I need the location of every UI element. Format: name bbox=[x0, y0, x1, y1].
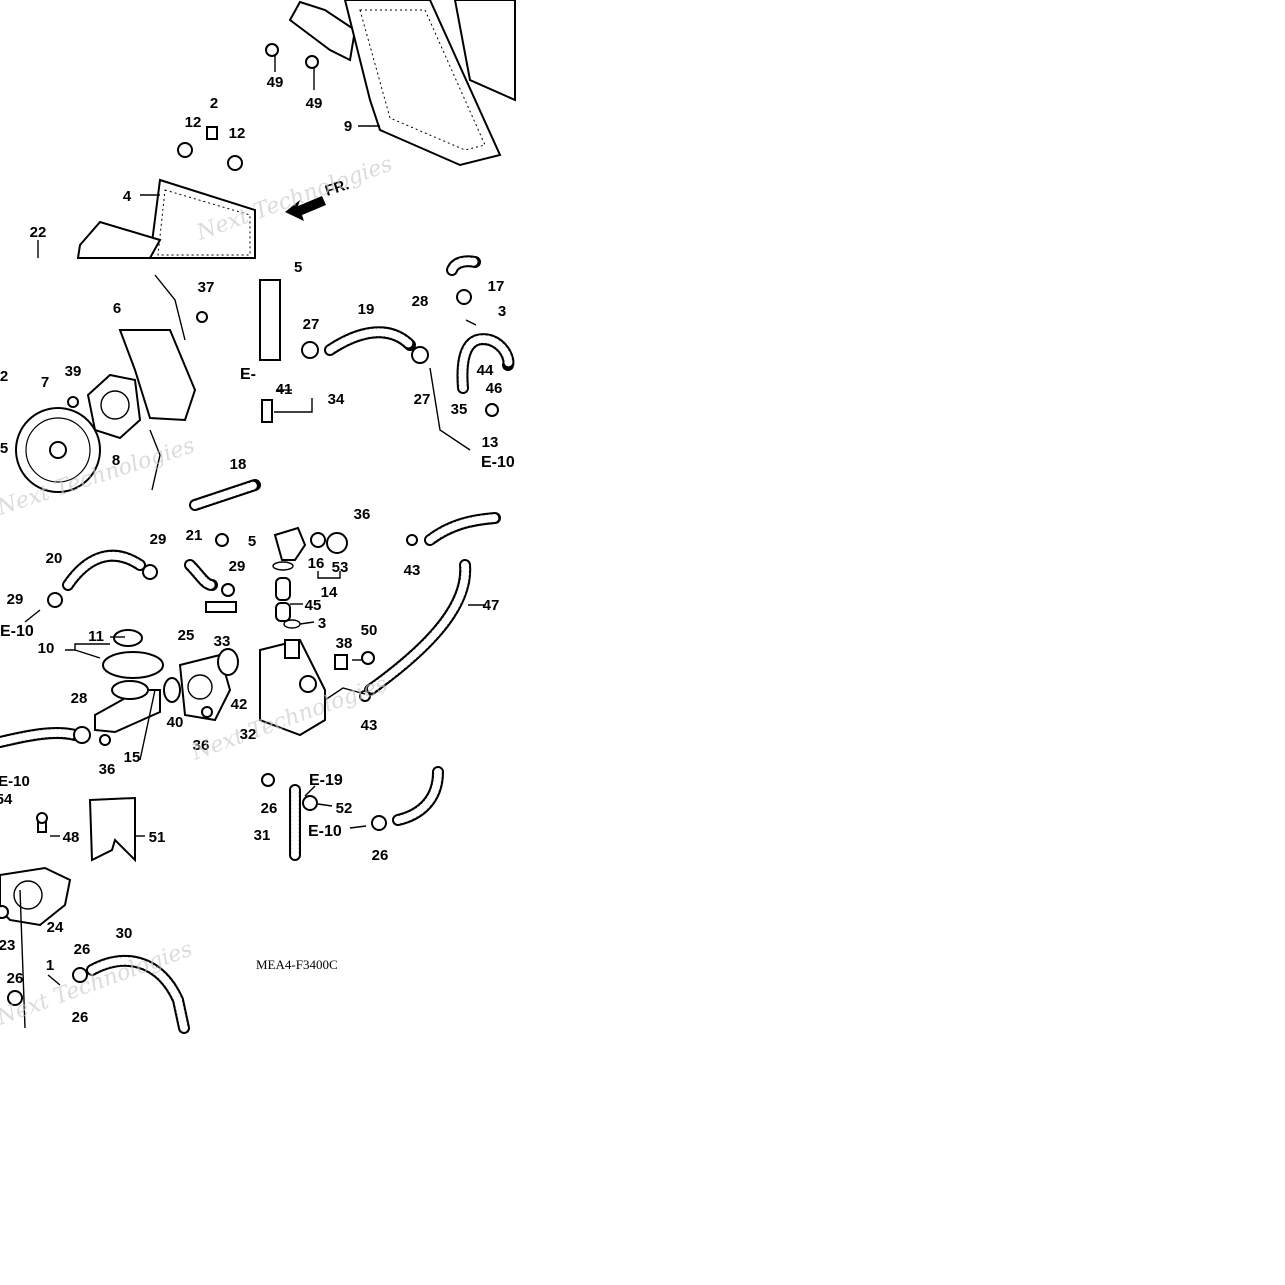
water-pump-assembly bbox=[0, 796, 190, 1034]
callout-41: 41 bbox=[276, 381, 293, 398]
callout-42: 42 bbox=[231, 696, 248, 713]
callout-10: 10 bbox=[38, 640, 55, 657]
callout-11: 11 bbox=[88, 628, 104, 645]
callout-22: 22 bbox=[30, 224, 47, 241]
callout-29: 29 bbox=[7, 591, 24, 608]
upper-hoses bbox=[259, 255, 515, 451]
callout-26: 26 bbox=[261, 800, 278, 817]
callout-26: 26 bbox=[7, 970, 24, 987]
callout-31: 31 bbox=[254, 827, 271, 844]
ref-e10: E-10 bbox=[0, 623, 34, 640]
callout-23: 23 bbox=[0, 937, 15, 954]
callout-27: 27 bbox=[303, 316, 320, 333]
callout-9: 9 bbox=[344, 118, 352, 135]
callout-7: 7 bbox=[41, 374, 49, 391]
reserve-tank-assembly bbox=[259, 512, 501, 737]
callout-2: 2 bbox=[210, 95, 218, 112]
thermostat-housing bbox=[0, 533, 239, 761]
callout-33: 33 bbox=[214, 633, 231, 650]
callout-25: 25 bbox=[178, 627, 195, 644]
callout-3: 3 bbox=[318, 615, 326, 632]
callout-48: 48 bbox=[63, 829, 80, 846]
callout-54: 54 bbox=[0, 791, 13, 808]
callout-8: 8 bbox=[112, 452, 120, 469]
callout-5-partial: 5 bbox=[0, 440, 8, 457]
drawing-code: MEA4-F3400C bbox=[256, 957, 338, 972]
callout-12: 12 bbox=[229, 125, 246, 142]
front-direction-label: FR. bbox=[323, 176, 351, 200]
callout-29: 29 bbox=[150, 531, 167, 548]
callout-50: 50 bbox=[361, 622, 378, 639]
callout-16: 16 bbox=[308, 555, 325, 572]
callout-26: 26 bbox=[72, 1009, 89, 1026]
callout-46: 46 bbox=[486, 380, 503, 397]
watermark: Next Technologies bbox=[193, 152, 396, 246]
callout-27: 27 bbox=[414, 391, 431, 408]
callout-5: 5 bbox=[294, 259, 302, 276]
callout-28: 28 bbox=[71, 690, 88, 707]
callout-6: 6 bbox=[113, 300, 121, 317]
callout-47: 47 bbox=[483, 597, 500, 614]
callout-53: 53 bbox=[332, 559, 349, 576]
ref-e10: E-10 bbox=[481, 454, 515, 471]
callout-29: 29 bbox=[229, 558, 246, 575]
callout-45: 45 bbox=[305, 597, 322, 614]
callout-35: 35 bbox=[451, 401, 468, 418]
callout-24: 24 bbox=[47, 919, 64, 936]
callout-4: 4 bbox=[123, 188, 132, 205]
callout-15: 15 bbox=[124, 749, 141, 766]
lower-hoses bbox=[261, 766, 444, 861]
callout-17: 17 bbox=[488, 278, 505, 295]
callout-36: 36 bbox=[193, 737, 210, 754]
callout-38: 38 bbox=[336, 635, 353, 652]
callout-5: 5 bbox=[248, 533, 256, 550]
ref-e19: E-19 bbox=[309, 772, 343, 789]
callout-44: 44 bbox=[477, 362, 494, 379]
callout-26: 26 bbox=[372, 847, 389, 864]
callout-28: 28 bbox=[412, 293, 429, 310]
ref-e10: E-10 bbox=[308, 823, 342, 840]
cooling-fan-assembly bbox=[15, 274, 208, 493]
callout-20: 20 bbox=[46, 550, 63, 567]
callout-14: 14 bbox=[321, 584, 338, 601]
ref-e10-partial: E-10 bbox=[0, 773, 30, 790]
callout-49: 49 bbox=[306, 95, 323, 112]
callout-39: 39 bbox=[65, 363, 82, 380]
callout-49: 49 bbox=[267, 74, 284, 91]
callout-13: 13 bbox=[482, 434, 499, 451]
callout-43: 43 bbox=[361, 717, 378, 734]
radiator-assembly bbox=[37, 126, 256, 259]
callout-40: 40 bbox=[167, 714, 184, 731]
callout-32: 32 bbox=[240, 726, 257, 743]
callout-37: 37 bbox=[198, 279, 215, 296]
callout-3: 3 bbox=[498, 303, 506, 320]
callout-36-partial: 36 bbox=[354, 506, 371, 523]
callout-12: 12 bbox=[185, 114, 202, 131]
callout-51: 51 bbox=[149, 829, 166, 846]
callout-43: 43 bbox=[404, 562, 421, 579]
callout-52: 52 bbox=[336, 800, 353, 817]
callout-30: 30 bbox=[116, 925, 133, 942]
front-direction-arrow bbox=[285, 196, 326, 221]
callout-34: 34 bbox=[328, 391, 345, 408]
callout-19: 19 bbox=[358, 301, 375, 318]
radiator-shroud bbox=[265, 0, 516, 167]
callout-21: 21 bbox=[186, 527, 203, 544]
callout-26: 26 bbox=[74, 941, 91, 958]
callout-1: 1 bbox=[46, 957, 54, 974]
ref-e-partial: E- bbox=[240, 366, 256, 383]
callout-2-partial: 2 bbox=[0, 368, 8, 385]
callout-36: 36 bbox=[99, 761, 116, 778]
callout-18: 18 bbox=[230, 456, 247, 473]
